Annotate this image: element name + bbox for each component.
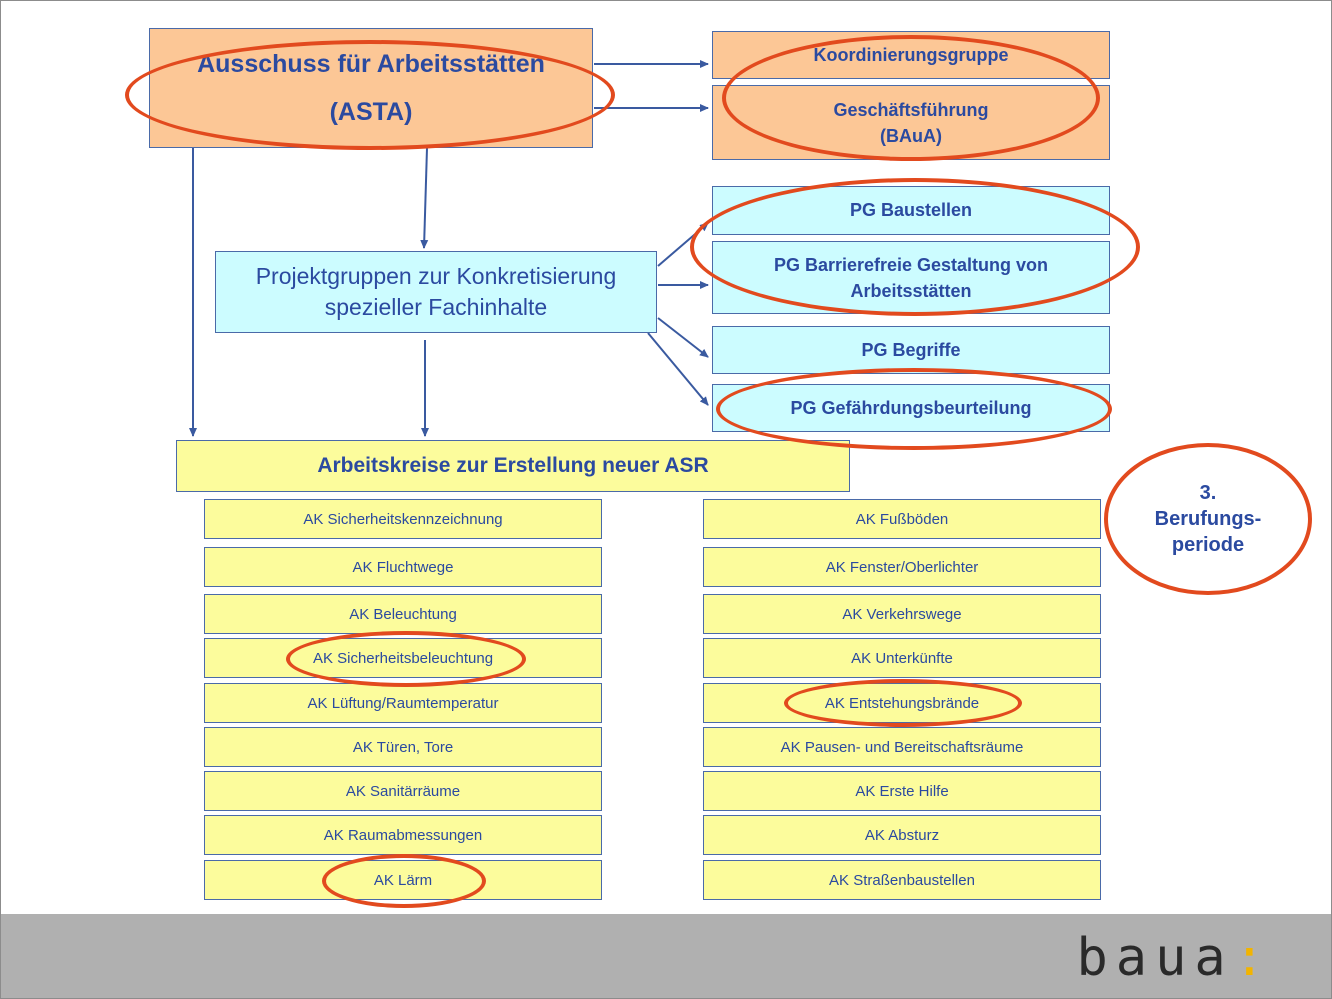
ak-right-item: AK Unterkünfte — [703, 638, 1101, 678]
ak-left-item: AK Lärm — [204, 860, 602, 900]
ak-left-label: AK Beleuchtung — [349, 605, 457, 623]
ak-left-label: AK Sicherheitskennzeichnung — [303, 510, 503, 528]
ak-left-item: AK Sanitärräume — [204, 771, 602, 811]
ak-right-item: AK Pausen- und Bereitschaftsräume — [703, 727, 1101, 767]
ak-left-label: AK Raumabmessungen — [323, 826, 483, 844]
arrow-pg-begriffe — [657, 317, 709, 358]
ak-left-item: AK Fluchtwege — [204, 547, 602, 587]
pg-barrierefrei-line2: Arbeitsstätten — [850, 280, 972, 301]
pg-barrierefrei-box: PG Barrierefreie Gestaltung von Arbeitss… — [712, 241, 1110, 314]
ak-right-label: AK Pausen- und Bereitschaftsräume — [780, 738, 1024, 756]
ak-left-item: AK Sicherheitskennzeichnung — [204, 499, 602, 539]
ak-right-label: AK Verkehrswege — [842, 605, 962, 623]
projektgruppen-line1: Projektgruppen zur Konkretisierung — [255, 263, 617, 289]
arbeitskreise-header-box: Arbeitskreise zur Erstellung neuer ASR — [176, 440, 850, 492]
ak-left-label: AK Sicherheitsbeleuchtung — [312, 649, 494, 667]
arrow-pg-baustellen — [657, 222, 709, 267]
ak-right-label: AK Entstehungsbrände — [824, 694, 980, 712]
ak-right-label: AK Fenster/Oberlichter — [825, 558, 979, 576]
ak-left-item: AK Lüftung/Raumtemperatur — [204, 683, 602, 723]
ak-left-label: AK Lärm — [373, 871, 433, 889]
baua-logo: baua: — [1076, 932, 1273, 984]
pg-barrierefrei-line1: PG Barrierefreie Gestaltung von — [773, 254, 1049, 275]
ak-right-item: AK Erste Hilfe — [703, 771, 1101, 811]
berufungsperiode-line3: periode — [1171, 534, 1245, 556]
pg-gefaehrdung-box: PG Gefährdungsbeurteilung — [712, 384, 1110, 432]
ak-left-label: AK Türen, Tore — [352, 738, 454, 756]
asta-title: Ausschuss für Arbeitsstätten — [197, 50, 545, 78]
pg-begriffe-box: PG Begriffe — [712, 326, 1110, 374]
ak-right-label: AK Unterkünfte — [851, 649, 953, 667]
projektgruppen-box: Projektgruppen zur Konkretisierung spezi… — [215, 251, 657, 333]
arbeitskreise-title: Arbeitskreise zur Erstellung neuer ASR — [317, 454, 709, 477]
geschaeftsfuehrung-label: Geschäftsführung — [833, 99, 989, 120]
koordinierungsgruppe-box: Koordinierungsgruppe — [712, 31, 1110, 79]
berufungsperiode-line2: Berufungs- — [1154, 508, 1262, 530]
ak-right-item: AK Entstehungsbrände — [703, 683, 1101, 723]
geschaeftsfuehrung-org: (BAuA) — [880, 125, 942, 146]
asta-box: Ausschuss für Arbeitsstätten (ASTA) — [149, 28, 593, 148]
ak-left-label: AK Lüftung/Raumtemperatur — [307, 694, 499, 712]
baua-logo-text: baua — [1076, 928, 1234, 988]
berufungsperiode-badge: 3. Berufungs- periode — [1104, 443, 1312, 595]
ak-left-item: AK Beleuchtung — [204, 594, 602, 634]
projektgruppen-line2: spezieller Fachinhalte — [324, 294, 548, 320]
berufungsperiode-number: 3. — [1199, 482, 1217, 504]
ak-right-item: AK Fußböden — [703, 499, 1101, 539]
ak-right-item: AK Straßenbaustellen — [703, 860, 1101, 900]
pg-gefaehrdung-label: PG Gefährdungsbeurteilung — [790, 397, 1032, 418]
footer-bar: baua: — [1, 914, 1331, 998]
ak-left-item: AK Türen, Tore — [204, 727, 602, 767]
ak-right-label: AK Erste Hilfe — [855, 782, 949, 800]
ak-left-item: AK Raumabmessungen — [204, 815, 602, 855]
arrow-asta-projektgruppen — [420, 147, 429, 249]
asta-abbreviation: (ASTA) — [329, 98, 413, 126]
ak-left-label: AK Sanitärräume — [345, 782, 461, 800]
ak-right-label: AK Fußböden — [855, 510, 949, 528]
ak-right-label: AK Straßenbaustellen — [829, 871, 975, 889]
ak-left-item: AK Sicherheitsbeleuchtung — [204, 638, 602, 678]
baua-logo-colon: : — [1233, 928, 1273, 988]
ak-right-label: AK Absturz — [864, 826, 940, 844]
pg-baustellen-box: PG Baustellen — [712, 186, 1110, 235]
arrow-pg-gefaehrdung — [647, 332, 709, 406]
ak-right-item: AK Absturz — [703, 815, 1101, 855]
pg-begriffe-label: PG Begriffe — [861, 339, 961, 360]
ak-right-item: AK Verkehrswege — [703, 594, 1101, 634]
ak-left-label: AK Fluchtwege — [352, 558, 454, 576]
ak-right-item: AK Fenster/Oberlichter — [703, 547, 1101, 587]
koordinierungsgruppe-label: Koordinierungsgruppe — [813, 44, 1009, 65]
geschaeftsfuehrung-box: Geschäftsführung (BAuA) — [712, 85, 1110, 160]
pg-baustellen-label: PG Baustellen — [849, 200, 973, 220]
